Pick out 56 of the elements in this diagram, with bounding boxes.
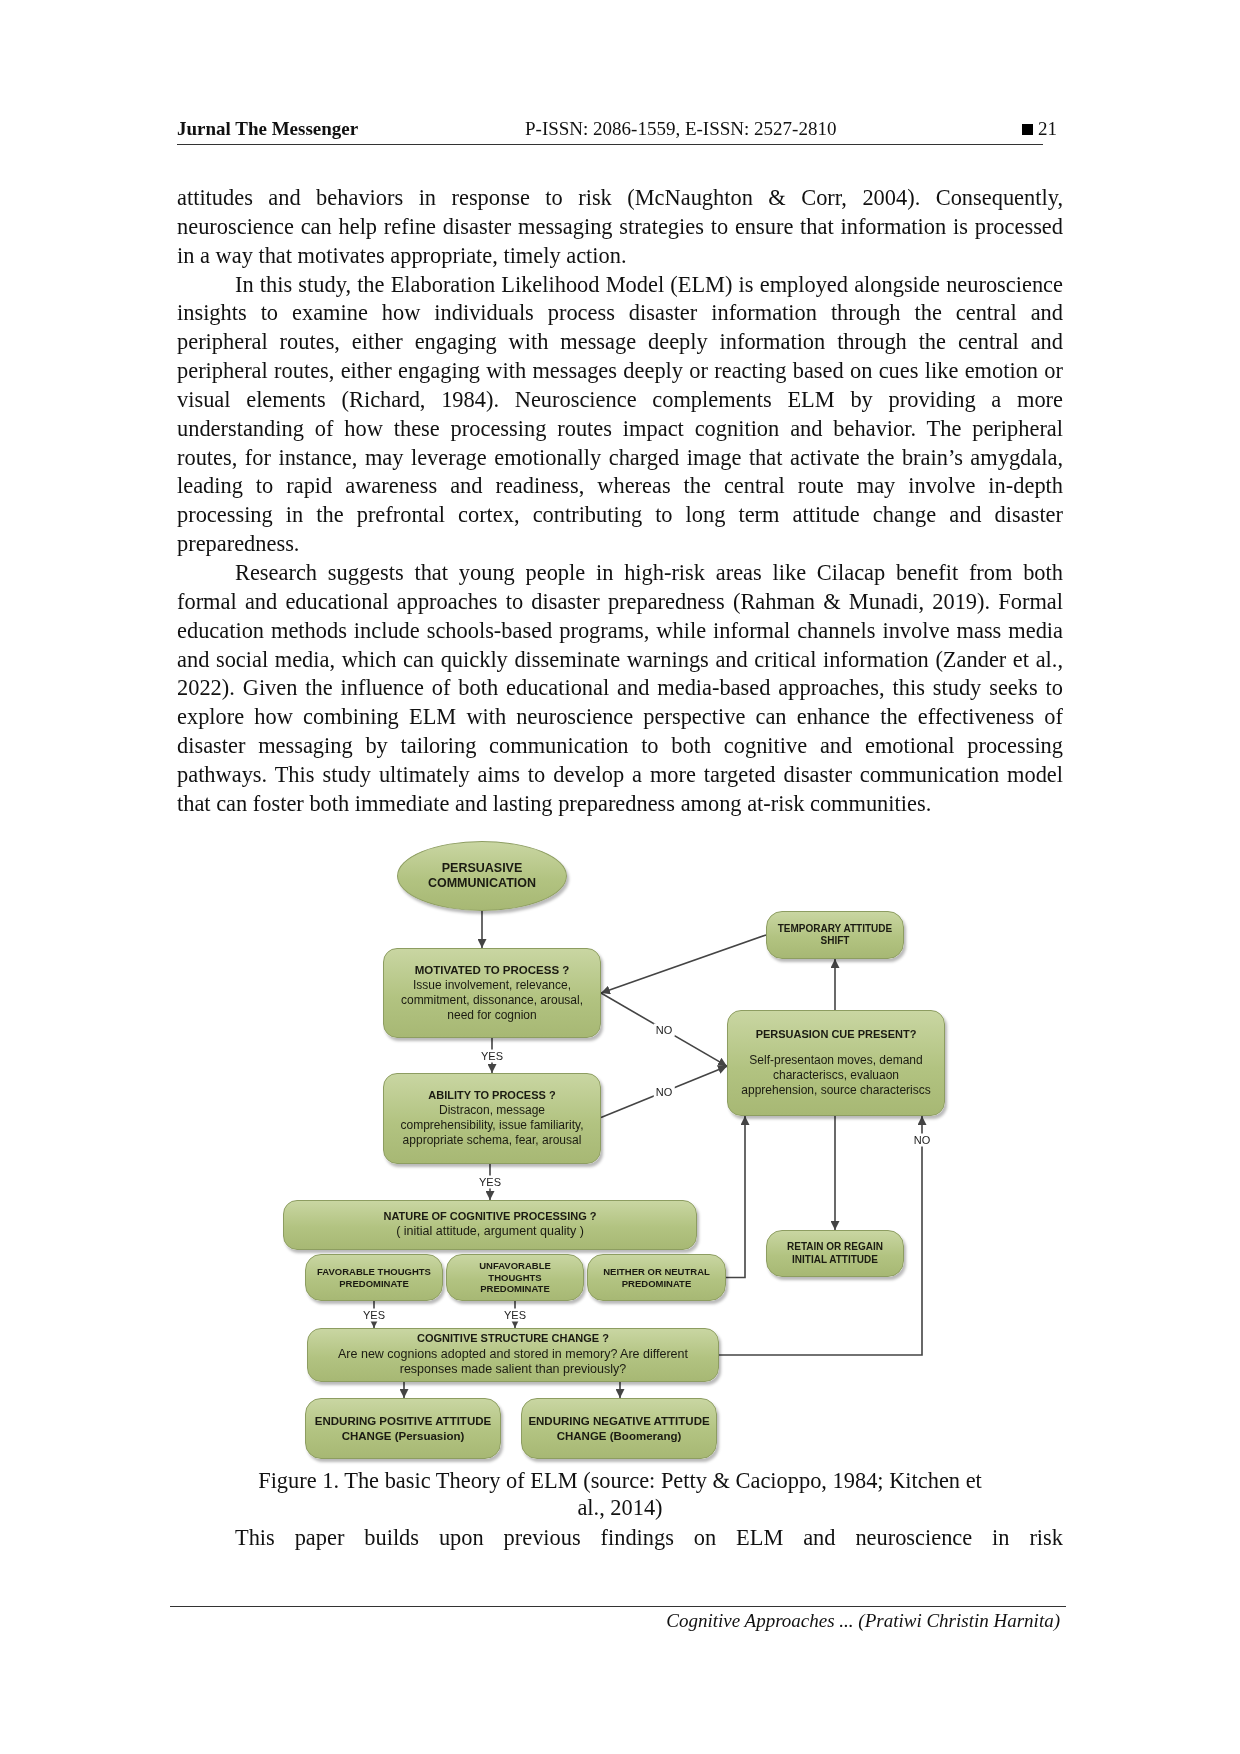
box-heading: ENDURING POSITIVE ATTITUDE CHANGE (Persuasion): [313, 1414, 493, 1443]
process-box: [383, 1073, 601, 1164]
box-text: ( initial attitude, argument quality ): [396, 1224, 584, 1240]
box-heading: TEMPORARY ATTITUDE SHIFT: [776, 922, 894, 948]
process-box: [305, 1398, 501, 1459]
edge-label: YES: [361, 1308, 387, 1321]
arrow: [830, 1115, 840, 1231]
process-box: [727, 1010, 945, 1116]
edge-label: NO: [653, 1023, 675, 1037]
edge-label: YES: [479, 1049, 505, 1062]
edge-label: NO: [653, 1085, 675, 1099]
box-text: Issue involvement, relevance, commitment, dissonance, arousal, need for cognion: [399, 978, 585, 1023]
arrow: [718, 1115, 927, 1356]
box-heading: NATURE OF COGNITIVE PROCESSING ?: [383, 1210, 597, 1224]
issn-text: P-ISSN: 2086-1559, E-ISSN: 2527-2810: [525, 118, 837, 140]
edge-label: NO: [911, 1133, 933, 1147]
box-heading: ABILITY TO PROCESS ?: [428, 1089, 556, 1103]
arrow: [615, 1381, 625, 1399]
box-text: Are new cognions adopted and stored in memory? Are different responses made salient than previously?: [337, 1346, 689, 1378]
box-heading: PERSUASIVE COMMUNICATION: [426, 860, 538, 892]
process-box: [446, 1254, 584, 1301]
process-box: [766, 1230, 904, 1277]
arrow: [830, 958, 840, 1011]
edge-label: YES: [477, 1175, 503, 1189]
box-text: Self-presentaon moves, demand characteriscs, evaluaon apprehension, source characteriscs: [740, 1053, 932, 1098]
body-paragraph: attitudes and behaviors in response to risk (McNaughton & Corr, 2004). Consequently, neuroscience can help refine disaster messaging strategies to ensure that information is processed in a way that motivates appropriate, timely action.: [177, 184, 1063, 270]
box-heading: UNFAVORABLE THOUGHTS PREDOMINATE: [478, 1260, 552, 1295]
process-box: [587, 1254, 726, 1301]
journal-name: Jurnal The Messenger: [177, 118, 359, 140]
arrow: [600, 1065, 728, 1119]
process-box: [305, 1254, 443, 1301]
box-heading: ENDURING NEGATIVE ATTITUDE CHANGE (Boomerang): [528, 1414, 710, 1443]
body-paragraph: In this study, the Elaboration Likelihood Model (ELM) is employed alongside neuroscience insights to examine how individuals process disaster information through the central and peripheral routes, either engaging with message deeply information through the central and peripheral routes, either engaging with messages deeply or reacting based on cues like emotion or visual elements (Richard, 1984). Neuroscience complements ELM by providing a more understanding of how these processing routes impact cognition and behavior. The peripheral routes, for instance, may leverage emotionally charged image that activate the brain’s amygdala, leading to rapid awareness and readiness, whereas the central route may involve in-depth processing in the prefrontal cortex, contributing to long term attitude change and disaster preparedness.: [177, 270, 1063, 559]
body-text-line: This paper builds upon previous findings on ELM and neuroscience in risk: [234, 1524, 1063, 1552]
process-box: [383, 948, 601, 1038]
process-box: [766, 911, 904, 959]
process-box: [307, 1328, 719, 1382]
arrow: [399, 1381, 409, 1399]
process-box: [283, 1200, 697, 1250]
box-heading: FAVORABLE THOUGHTS PREDOMINATE: [316, 1265, 432, 1290]
arrow: [600, 934, 767, 995]
box-heading: MOTIVATED TO PROCESS ?: [414, 963, 570, 978]
arrow: [477, 910, 487, 949]
box-heading: COGNITIVE STRUCTURE CHANGE ?: [417, 1332, 609, 1346]
box-heading: PERSUASION CUE PRESENT?: [755, 1028, 917, 1042]
running-footer: Cognitive Approaches ... (Pratiwi Christin Harnita): [666, 1610, 1060, 1632]
box-text: Distracon, message comprehensibility, issue familiarity, appropriate schema, fear, arousal: [399, 1103, 585, 1148]
process-box: [521, 1398, 717, 1459]
arrow: [725, 1115, 750, 1279]
page-number: 21: [1038, 118, 1057, 140]
box-heading: RETAIN OR REGAIN INITIAL ATTITUDE: [786, 1241, 884, 1266]
arrow: [600, 992, 728, 1067]
figure-caption: Figure 1. The basic Theory of ELM (source: Petty & Cacioppo, 1984; Kitchen et al., 2014): [257, 1467, 983, 1521]
body-paragraph: Research suggests that young people in high-risk areas like Cilacap benefit from both formal and educational approaches to disaster preparedness (Rahman & Munadi, 2019). Formal education methods include schools-based programs, while informal channels involve mass media and social media, which can quickly disseminate warnings and critical information (Zander et al., 2022). Given the influence of both educational and media-based approaches, this study seeks to explore how combining ELM with neuroscience perspective can enhance the effectiveness of disaster messaging by tailoring communication to both cognitive and emotional processing pathways. This study ultimately aims to develop a more targeted disaster communication model that can foster both immediate and lasting preparedness among at-risk communities.: [177, 558, 1063, 818]
edge-label: YES: [502, 1308, 528, 1321]
box-heading: NEITHER OR NEUTRAL PREDOMINATE: [602, 1265, 711, 1290]
